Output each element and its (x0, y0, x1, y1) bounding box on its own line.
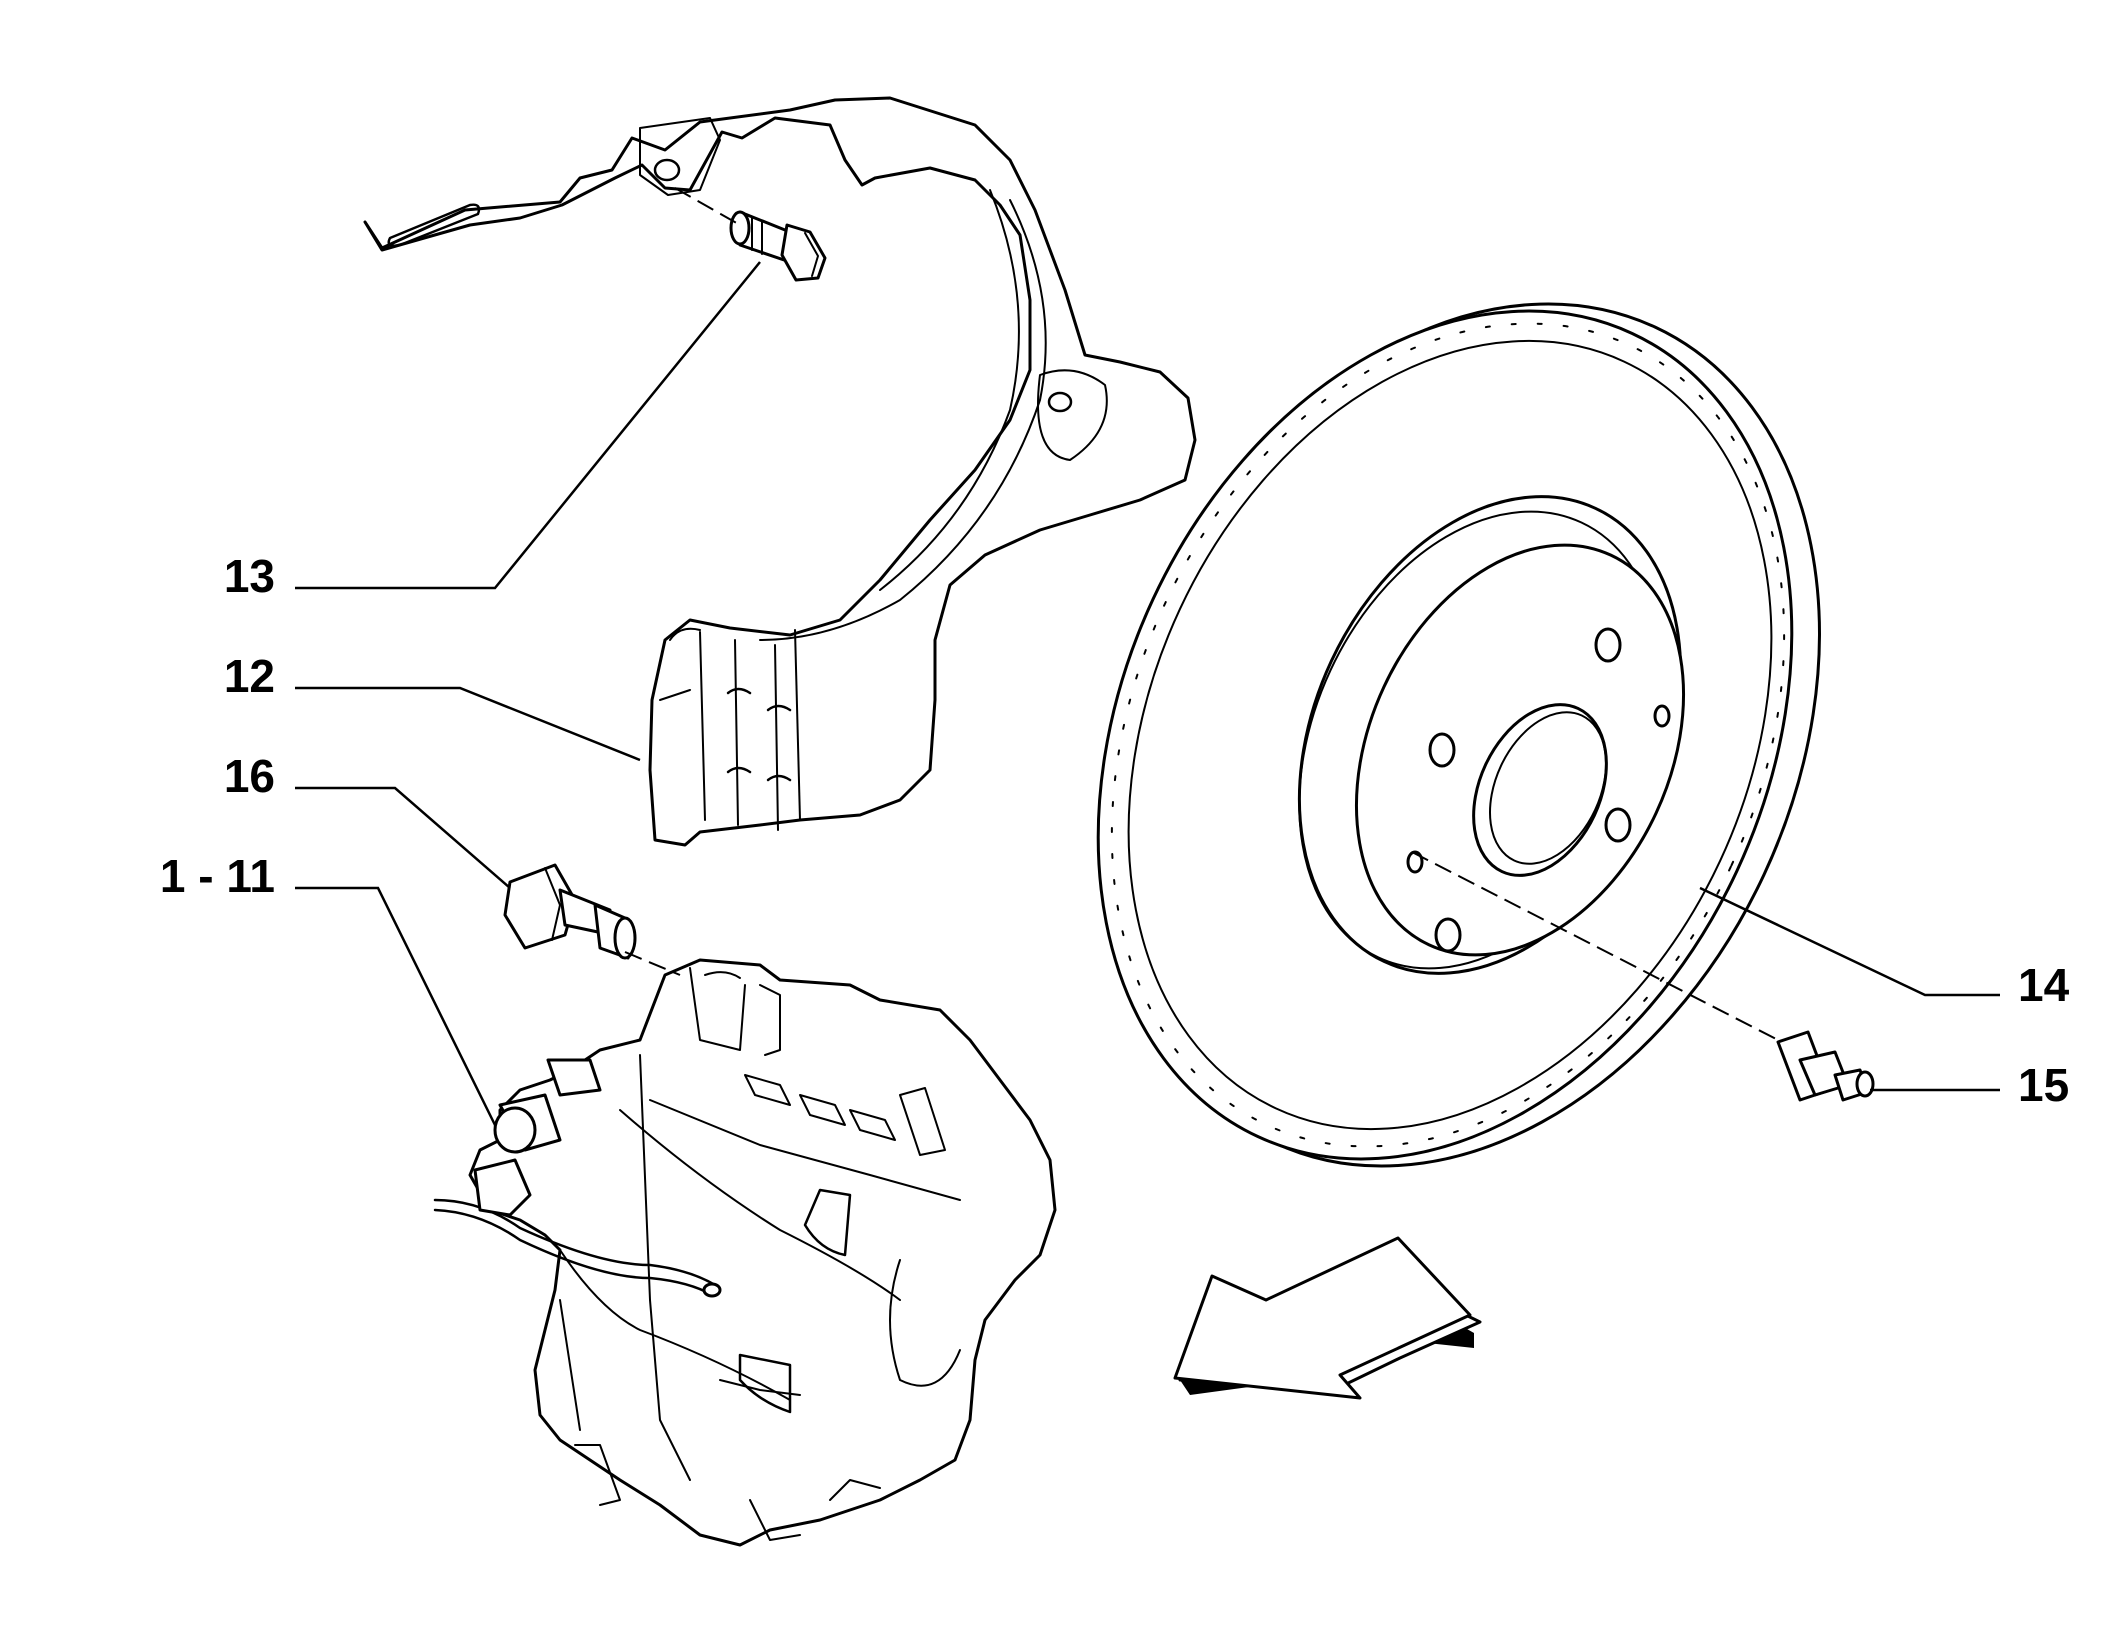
stud-axis-line (1411, 851, 1779, 1041)
callout-1-11: 1 - 11 (160, 850, 275, 902)
leader-line-1-11 (295, 886, 497, 1126)
caliper-bolt (503, 863, 637, 960)
callout-15: 15 (2018, 1059, 2069, 1111)
leader-line-12 (295, 686, 641, 762)
brake-disc (1096, 302, 1821, 1168)
callout-13: 13 (224, 550, 275, 602)
leader-line-14 (1699, 886, 2000, 997)
direction-arrow (1173, 1236, 1482, 1400)
brake-caliper (433, 958, 1057, 1547)
callout-12: 12 (224, 650, 275, 702)
caliper-bolt-axis-line (624, 951, 681, 976)
wheel-stud (1776, 1030, 1875, 1102)
callout-16: 16 (224, 750, 275, 802)
shield-bolt (729, 210, 827, 282)
leader-line-16 (295, 786, 511, 889)
callout-14: 14 (2018, 959, 2070, 1011)
leader-line-13 (295, 261, 761, 590)
brake-dust-shield (363, 96, 1197, 847)
bolt-axis-line (674, 187, 741, 226)
